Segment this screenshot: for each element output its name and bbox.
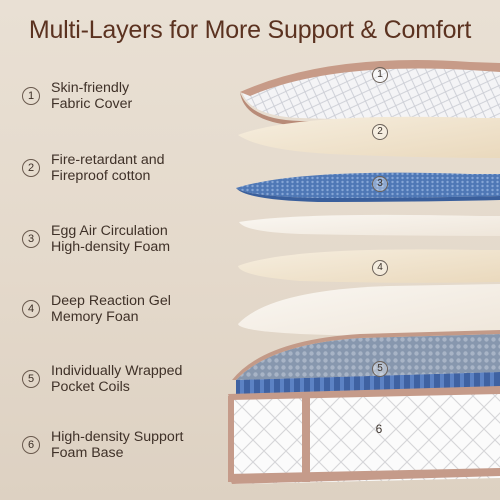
legend-number-4: 4 [22,300,40,318]
layer-3-egg-foam [236,172,500,202]
legend-label-3: Egg Air Circulation High-density Foam [51,223,231,255]
layer-4a-thin-foam [239,214,500,236]
layer-badge-2: 2 [372,124,388,140]
layer-2-fireproof-cotton [238,116,500,158]
layer-badge-5: 5 [372,361,388,377]
layer-badge-3: 3 [372,176,388,192]
legend-number-1: 1 [22,87,40,105]
legend-label-5: Individually Wrapped Pocket Coils [51,363,231,395]
legend-item-fireproof-cotton: 2 Fire-retardant and Fireproof cotton [22,152,231,184]
layer-4c-support-sheet [238,284,500,337]
layer-6-foam-base [228,386,500,484]
legend-line: Pocket Coils [51,379,130,395]
legend-number-5: 5 [22,370,40,388]
legend-line: High-density Foam [51,239,171,255]
legend-line: Fabric Cover [51,96,133,112]
legend-label-6: High-density Support Foam Base [51,429,231,461]
legend-item-gel-memory-foam: 4 Deep Reaction Gel Memory Foan [22,293,231,325]
legend-number-6: 6 [22,436,40,454]
legend-line: Egg Air Circulation [51,223,168,239]
legend-line: Deep Reaction Gel [51,293,171,309]
legend-label-1: Skin-friendly Fabric Cover [51,80,231,112]
page-title: Multi-Layers for More Support & Comfort [28,16,472,44]
legend-line: Foam Base [51,445,124,461]
legend-line: Memory Foan [51,309,139,325]
legend-line: Skin-friendly [51,80,130,96]
legend-label-4: Deep Reaction Gel Memory Foan [51,293,231,325]
legend-item-fabric-cover: 1 Skin-friendly Fabric Cover [22,80,231,112]
layer-badge-1: 1 [372,67,388,83]
legend-line: Individually Wrapped [51,363,183,379]
layer-badge-4: 4 [372,260,388,276]
legend-line: Fireproof cotton [51,168,151,184]
legend-number-2: 2 [22,159,40,177]
legend-line: Fire-retardant and [51,152,165,168]
legend-item-egg-foam: 3 Egg Air Circulation High-density Foam [22,223,231,255]
legend-line: High-density Support [51,429,184,445]
layer-4b-gel-memory-foam [238,249,500,283]
layer-badge-6: 6 [375,422,383,436]
legend-number-3: 3 [22,230,40,248]
legend-label-2: Fire-retardant and Fireproof cotton [51,152,231,184]
legend-item-foam-base: 6 High-density Support Foam Base [22,429,231,461]
legend-item-pocket-coils: 5 Individually Wrapped Pocket Coils [22,363,231,395]
